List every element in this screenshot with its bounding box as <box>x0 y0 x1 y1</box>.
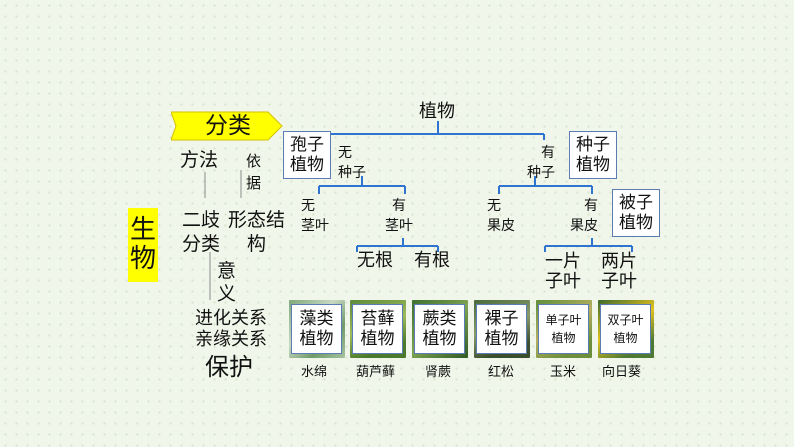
group-box-algae: 藻类 植物 <box>291 304 342 354</box>
method-label: 方法 <box>180 149 219 171</box>
no-stem-leaf-label: 无 茎叶 <box>301 198 329 235</box>
angiosperm-label: 被子 植物 <box>619 192 653 233</box>
arrow-shape <box>170 111 283 141</box>
seed-plant-label: 种子 植物 <box>576 134 610 175</box>
one-cotyledon-label: 一片 子叶 <box>545 251 581 292</box>
no-seed-label: 无 种子 <box>338 145 366 182</box>
example-corn: 玉米 <box>550 365 577 380</box>
example-sunflower: 向日葵 <box>602 365 642 380</box>
group-label-moss: 苔藓 植物 <box>360 308 395 349</box>
group-label-dicot: 双子叶 植物 <box>607 313 644 345</box>
example-funaria: 葫芦藓 <box>356 365 396 380</box>
group-box-monocot: 单子叶 植物 <box>538 304 589 354</box>
morphology-label: 形态结 构 <box>228 209 286 255</box>
group-label-algae: 藻类 植物 <box>299 308 334 349</box>
organism-label: 生 物 <box>129 215 156 274</box>
angiosperm-box: 被子 植物 <box>612 189 660 237</box>
classification-label: 分类 <box>205 113 251 139</box>
no-pericarp-label: 无 果皮 <box>487 198 515 235</box>
group-box-dicot: 双子叶 植物 <box>600 304 651 354</box>
no-root-label: 无根 <box>357 250 393 271</box>
protection-label: 保护 <box>205 353 253 381</box>
group-label-monocot: 单子叶 植物 <box>545 313 582 345</box>
example-korean-pine: 红松 <box>488 365 515 380</box>
example-nephrolepis: 肾蕨 <box>425 365 452 380</box>
kinship-label: 亲缘关系 <box>195 329 267 350</box>
group-box-fern: 蕨类 植物 <box>414 304 465 354</box>
example-spirogyra: 水绵 <box>301 365 328 380</box>
group-label-fern: 蕨类 植物 <box>422 308 457 349</box>
seed-plant-box: 种子 植物 <box>569 131 617 179</box>
group-box-gymnosperm: 裸子 植物 <box>476 304 527 354</box>
has-pericarp-label: 有 果皮 <box>570 198 598 235</box>
classification-arrow: 分类 <box>170 111 283 141</box>
dichotomy-label: 二歧 分类 <box>182 209 221 255</box>
spore-plant-label: 孢子 植物 <box>290 134 324 175</box>
two-cotyledon-label: 两片 子叶 <box>601 251 637 292</box>
has-stem-leaf-label: 有 茎叶 <box>385 198 413 235</box>
group-box-moss: 苔藓 植物 <box>352 304 403 354</box>
spore-plant-box: 孢子 植物 <box>283 131 331 179</box>
group-label-gymnosperm: 裸子 植物 <box>484 308 519 349</box>
organism-box: 生 物 <box>128 208 158 282</box>
root-plant-label: 植物 <box>419 101 455 122</box>
evolution-label: 进化关系 <box>195 308 267 329</box>
has-root-label: 有根 <box>414 250 450 271</box>
basis-label: 依 据 <box>246 152 262 192</box>
significance-label: 意 义 <box>217 260 237 305</box>
has-seed-label: 有 种子 <box>527 145 555 182</box>
